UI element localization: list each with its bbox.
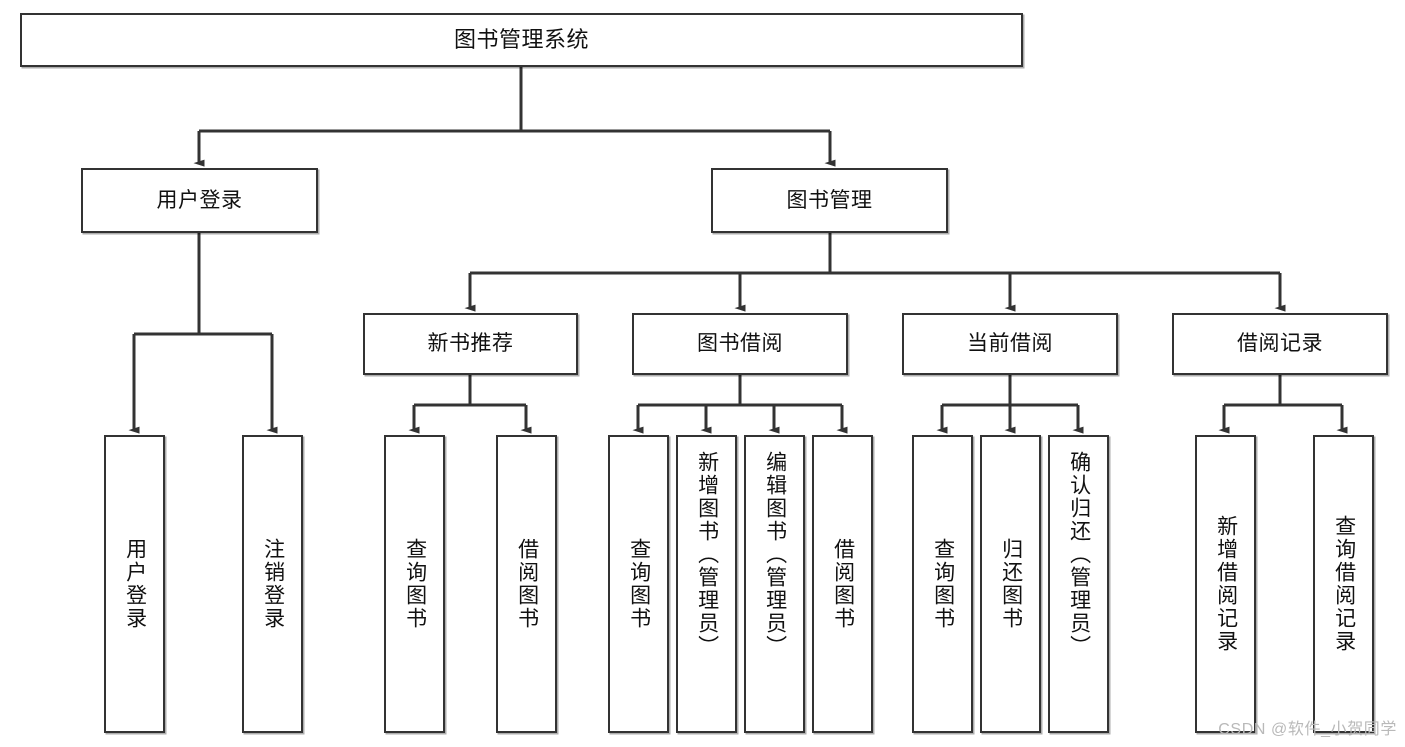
node-new-book-recommend[interactable]: 新书推荐 bbox=[363, 313, 578, 375]
node-label: 图书管理 bbox=[786, 188, 873, 212]
node-leaf-user-login[interactable]: 用户登录 bbox=[104, 435, 165, 733]
node-leaf-query-book-current[interactable]: 查询图书 bbox=[912, 435, 973, 733]
node-label: 图书管理系统 bbox=[453, 26, 589, 52]
node-label: 确认归还（管理员） bbox=[1067, 451, 1091, 658]
node-label: 借阅图书 bbox=[831, 538, 855, 630]
node-leaf-borrow-book[interactable]: 借阅图书 bbox=[812, 435, 873, 733]
node-label: 查询图书 bbox=[931, 538, 955, 630]
node-label: 新增借阅记录 bbox=[1214, 515, 1238, 653]
node-current-borrow[interactable]: 当前借阅 bbox=[902, 313, 1118, 375]
node-label: 当前借阅 bbox=[967, 332, 1053, 356]
node-label: 用户登录 bbox=[123, 538, 147, 630]
node-leaf-confirm-return[interactable]: 确认归还（管理员） bbox=[1048, 435, 1109, 733]
node-leaf-query-book-borrow[interactable]: 查询图书 bbox=[608, 435, 669, 733]
node-label: 查询图书 bbox=[403, 538, 427, 630]
node-book-borrow[interactable]: 图书借阅 bbox=[632, 313, 848, 375]
node-book-management[interactable]: 图书管理 bbox=[711, 168, 948, 233]
node-label: 借阅图书 bbox=[515, 538, 539, 630]
node-label: 新增图书（管理员） bbox=[695, 451, 719, 658]
node-label: 归还图书 bbox=[999, 538, 1023, 630]
node-user-login[interactable]: 用户登录 bbox=[81, 168, 318, 233]
node-label: 查询图书 bbox=[627, 538, 651, 630]
node-label: 图书借阅 bbox=[697, 332, 783, 356]
node-leaf-return-book[interactable]: 归还图书 bbox=[980, 435, 1041, 733]
node-label: 注销登录 bbox=[261, 538, 285, 630]
node-leaf-user-logout[interactable]: 注销登录 bbox=[242, 435, 303, 733]
node-borrow-record[interactable]: 借阅记录 bbox=[1172, 313, 1388, 375]
node-label: 用户登录 bbox=[156, 188, 243, 212]
node-root-book-management-system[interactable]: 图书管理系统 bbox=[20, 13, 1023, 67]
node-leaf-add-borrow-record[interactable]: 新增借阅记录 bbox=[1195, 435, 1256, 733]
node-leaf-query-book-recommend[interactable]: 查询图书 bbox=[384, 435, 445, 733]
node-leaf-edit-book[interactable]: 编辑图书（管理员） bbox=[744, 435, 805, 733]
node-label: 查询借阅记录 bbox=[1332, 515, 1356, 653]
node-label: 编辑图书（管理员） bbox=[763, 451, 787, 658]
csdn-watermark: CSDN @软件_小贺同学 bbox=[1218, 721, 1397, 738]
node-label: 新书推荐 bbox=[427, 332, 514, 356]
node-leaf-borrow-book-recommend[interactable]: 借阅图书 bbox=[496, 435, 557, 733]
node-leaf-query-borrow-record[interactable]: 查询借阅记录 bbox=[1313, 435, 1374, 733]
node-leaf-add-book[interactable]: 新增图书（管理员） bbox=[676, 435, 737, 733]
node-label: 借阅记录 bbox=[1237, 332, 1323, 356]
